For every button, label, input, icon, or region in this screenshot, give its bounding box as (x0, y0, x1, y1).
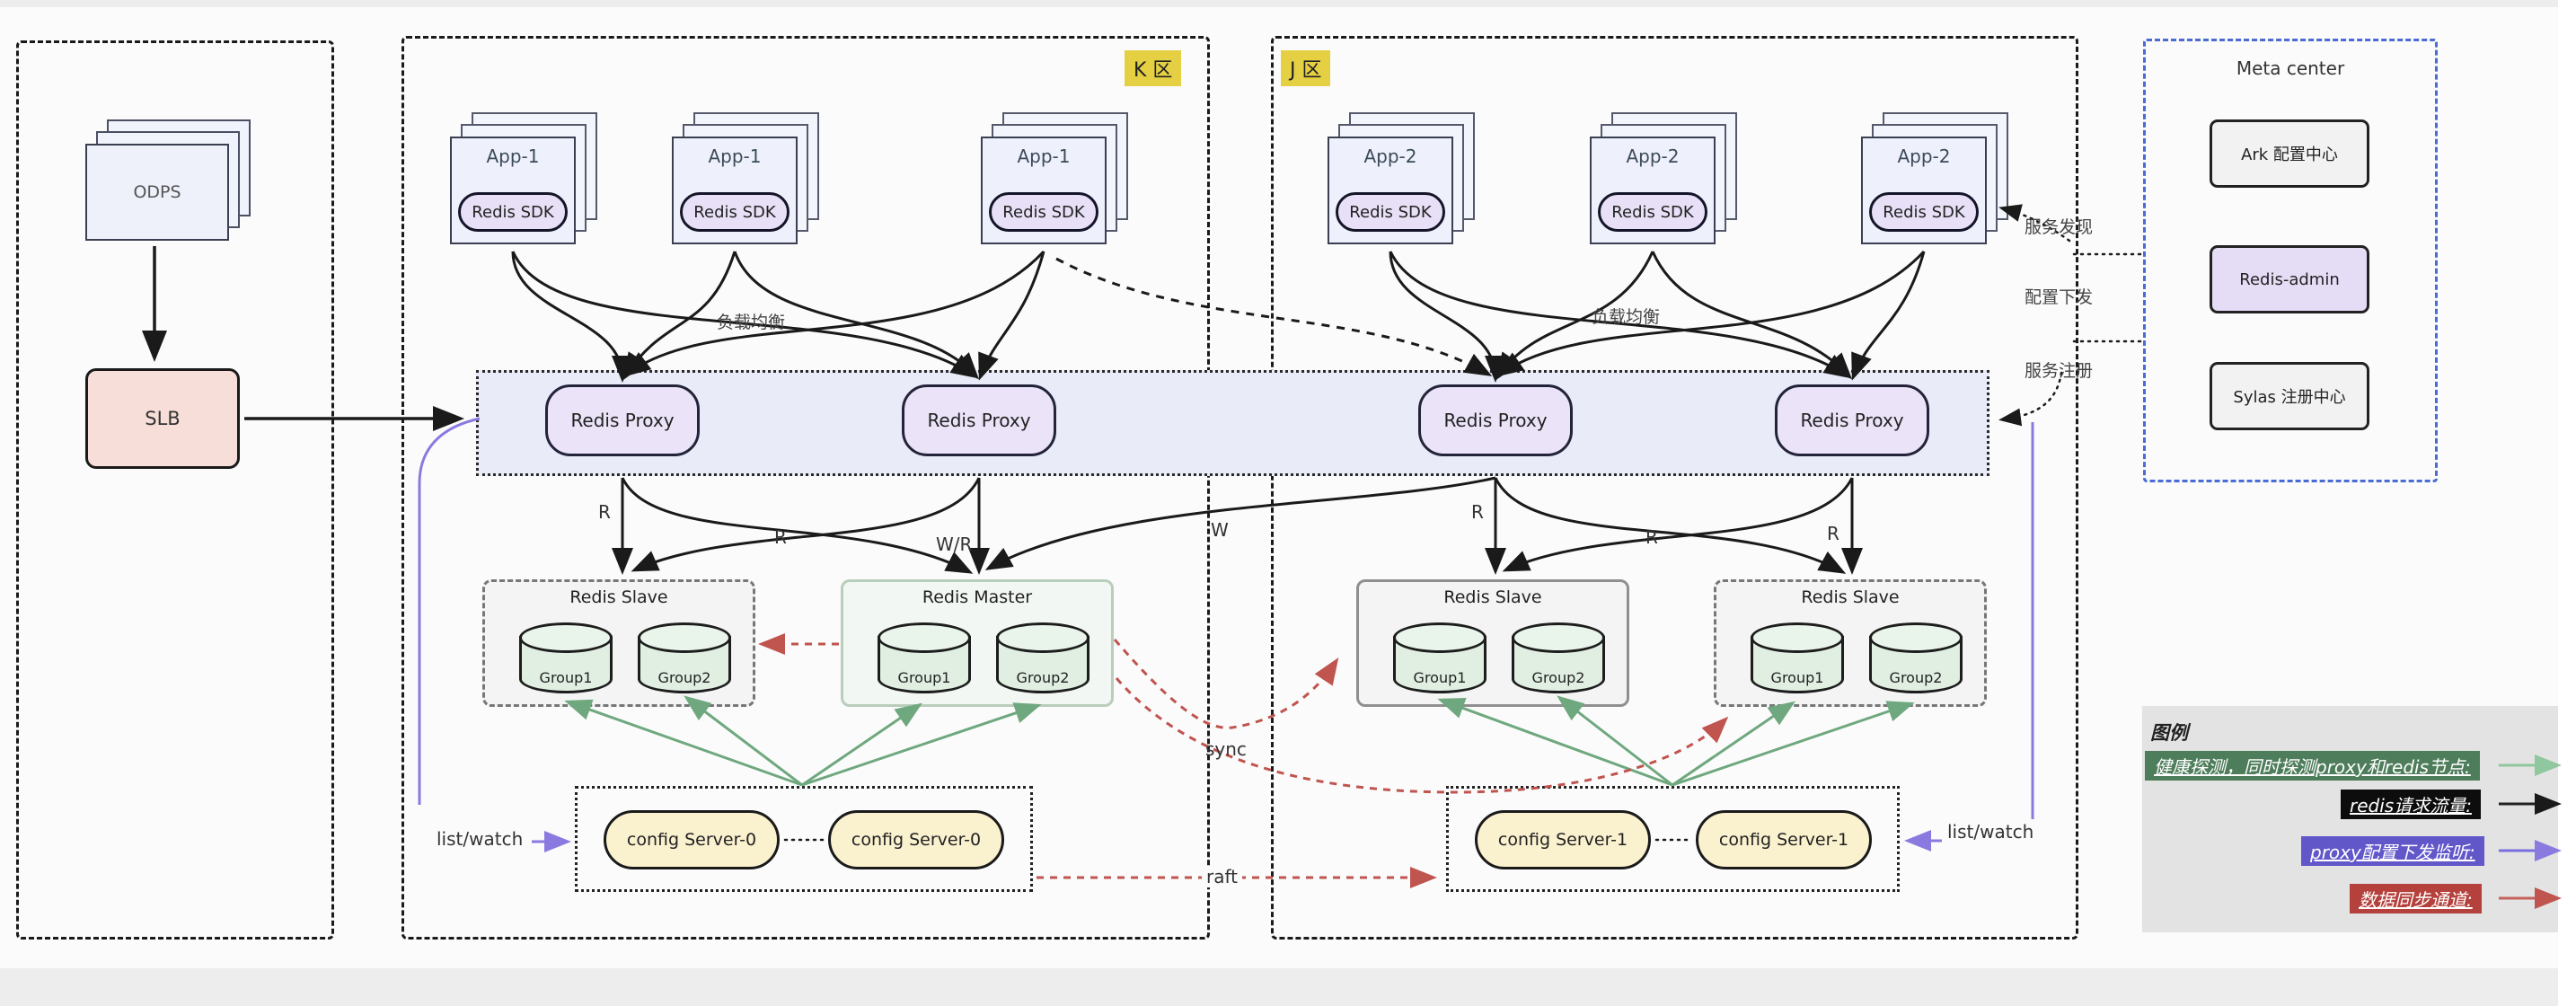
config-server-node: config Server-0 (828, 810, 1004, 869)
redis-slave-box-k: Redis Slave Group1 Group2 (482, 579, 755, 707)
redis-proxy-node: Redis Proxy (545, 384, 700, 456)
redis-master-box-k: Redis Master Group1 Group2 (841, 579, 1114, 707)
service-discovery-label: 服务发现 (2025, 217, 2094, 237)
redis-proxy-node: Redis Proxy (1418, 384, 1573, 456)
app-node: App-1 Redis SDK (672, 137, 798, 244)
app-stack-k2: App-1 Redis SDK (672, 112, 819, 244)
read-label: R (1827, 523, 1839, 544)
redis-sdk-pill: Redis SDK (1869, 192, 1979, 232)
read-label: R (774, 526, 787, 548)
app-node: App-1 Redis SDK (981, 137, 1107, 244)
storage-title: Redis Master (922, 587, 1033, 607)
app-title: App-1 (486, 146, 540, 167)
legend-item-proxy-config: proxy配置下发监听: (2301, 836, 2484, 866)
slb-node: SLB (85, 368, 240, 469)
redis-slave-box-j1: Redis Slave Group1 Group2 (1356, 579, 1629, 707)
group-label: Group1 (1770, 669, 1824, 686)
write-label: W (1211, 519, 1229, 541)
service-registration-label: 服务注册 (2025, 361, 2094, 381)
list-watch-label-k: list/watch (437, 828, 524, 850)
config-server-node: config Server-0 (604, 810, 780, 869)
config-server-node: config Server-1 (1696, 810, 1872, 869)
group-label: Group2 (1531, 669, 1585, 686)
app-stack-k1: App-1 Redis SDK (450, 112, 597, 244)
redis-sdk-pill: Redis SDK (458, 192, 568, 232)
redis-group-cylinder: Group1 (519, 622, 613, 693)
k-zone-tag: K 区 (1125, 50, 1182, 86)
raft-label: raft (1202, 866, 1243, 887)
redis-proxy-node: Redis Proxy (902, 384, 1056, 456)
right-edge-strip (2558, 0, 2576, 1006)
left-zone-border (16, 40, 334, 940)
app-title: App-2 (1626, 146, 1680, 167)
app-node: App-2 Redis SDK (1328, 137, 1453, 244)
proxy-band (476, 370, 1989, 476)
ark-config-center-node: Ark 配置中心 (2210, 119, 2369, 188)
group-label: Group1 (539, 669, 593, 686)
app-title: App-1 (708, 146, 762, 167)
meta-center-border (2143, 39, 2438, 482)
meta-center-title: Meta center (2236, 57, 2345, 79)
read-label: R (1471, 501, 1484, 523)
config-push-label: 配置下发 (2025, 287, 2094, 307)
config-server-group-k (575, 786, 1033, 892)
redis-sdk-pill: Redis SDK (1598, 192, 1707, 232)
app-stack-j1: App-2 Redis SDK (1328, 112, 1475, 244)
redis-group-cylinder: Group2 (1512, 622, 1605, 693)
j-zone-tag: J 区 (1281, 50, 1331, 86)
config-server-node: config Server-1 (1475, 810, 1651, 869)
legend-item-health-check: 健康探测，同时探测proxy和redis节点: (2145, 751, 2480, 781)
read-label: R (598, 501, 611, 523)
group-label: Group1 (897, 669, 951, 686)
load-balance-label-k: 负载均衡 (717, 313, 786, 332)
storage-title: Redis Slave (1443, 587, 1542, 607)
app-stack-k3: App-1 Redis SDK (981, 112, 1128, 244)
redis-group-cylinder: Group2 (1869, 622, 1963, 693)
group-label: Group2 (1889, 669, 1943, 686)
redis-group-cylinder: Group2 (638, 622, 731, 693)
app-node: App-1 Redis SDK (450, 137, 576, 244)
app-stack-j2: App-2 Redis SDK (1590, 112, 1737, 244)
app-node: App-2 Redis SDK (1590, 137, 1716, 244)
legend-title: 图例 (2150, 722, 2188, 744)
app-title: App-2 (1363, 146, 1417, 167)
sync-label: sync (1205, 738, 1247, 760)
redis-sdk-pill: Redis SDK (1336, 192, 1445, 232)
app-node: App-2 Redis SDK (1861, 137, 1987, 244)
group-label: Group1 (1413, 669, 1467, 686)
sylas-registry-node: Sylas 注册中心 (2210, 362, 2369, 430)
redis-sdk-pill: Redis SDK (680, 192, 790, 232)
app-title: App-1 (1017, 146, 1071, 167)
storage-title: Redis Slave (569, 587, 668, 607)
legend-item-data-sync: 数据同步通道: (2350, 884, 2482, 913)
write-read-label: W/R (936, 534, 973, 555)
odps-node: ODPS (85, 144, 229, 241)
list-watch-label-j: list/watch (1947, 821, 2034, 843)
redis-proxy-node: Redis Proxy (1775, 384, 1929, 456)
group-label: Group2 (1016, 669, 1070, 686)
redis-admin-node: Redis-admin (2210, 245, 2369, 313)
group-label: Group2 (657, 669, 711, 686)
load-balance-label-j: 负载均衡 (1592, 307, 1661, 327)
redis-slave-box-j2: Redis Slave Group1 Group2 (1714, 579, 1987, 707)
redis-group-cylinder: Group1 (1751, 622, 1844, 693)
redis-group-cylinder: Group1 (878, 622, 971, 693)
redis-group-cylinder: Group1 (1393, 622, 1486, 693)
app-stack-j3: App-2 Redis SDK (1861, 112, 2008, 244)
read-label: R (1645, 526, 1658, 548)
redis-sdk-pill: Redis SDK (989, 192, 1098, 232)
legend-item-redis-traffic: redis请求流量: (2341, 790, 2481, 819)
redis-group-cylinder: Group2 (996, 622, 1090, 693)
storage-title: Redis Slave (1801, 587, 1900, 607)
app-title: App-2 (1897, 146, 1951, 167)
